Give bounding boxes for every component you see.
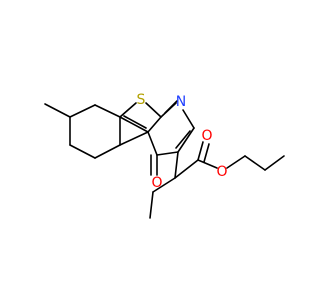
bond <box>175 130 191 149</box>
ester-carbonyl-oxygen-atom-label: O <box>201 128 212 144</box>
bond <box>123 115 147 129</box>
ester-oxygen-atom-label: O <box>216 164 227 180</box>
atom-labels: S N O O O <box>137 92 228 191</box>
bond <box>197 159 218 169</box>
bond <box>244 155 266 171</box>
bond <box>119 116 149 133</box>
sulfur-atom-label: S <box>137 92 146 108</box>
bond <box>149 191 154 219</box>
bond <box>197 141 204 161</box>
bond <box>145 102 162 118</box>
bond <box>152 177 176 193</box>
bond <box>164 100 178 114</box>
bond <box>226 155 246 169</box>
bond <box>264 155 285 171</box>
bond <box>44 103 71 118</box>
bond <box>94 104 121 118</box>
bond <box>147 116 162 133</box>
bond <box>147 131 158 156</box>
bond <box>69 104 96 118</box>
molecule-structure: S N O O O <box>44 92 285 219</box>
bond <box>94 144 121 159</box>
bond <box>203 143 210 163</box>
bond <box>119 102 137 118</box>
bond <box>174 159 199 179</box>
nitrogen-atom-label: N <box>176 94 186 110</box>
bond <box>182 109 195 129</box>
bond <box>156 151 179 156</box>
bond <box>119 131 149 146</box>
bond <box>177 127 195 153</box>
bond-lines <box>44 100 285 219</box>
bond <box>174 151 179 179</box>
carbonyl-oxygen-atom-label: O <box>151 175 162 191</box>
bond <box>69 144 96 159</box>
